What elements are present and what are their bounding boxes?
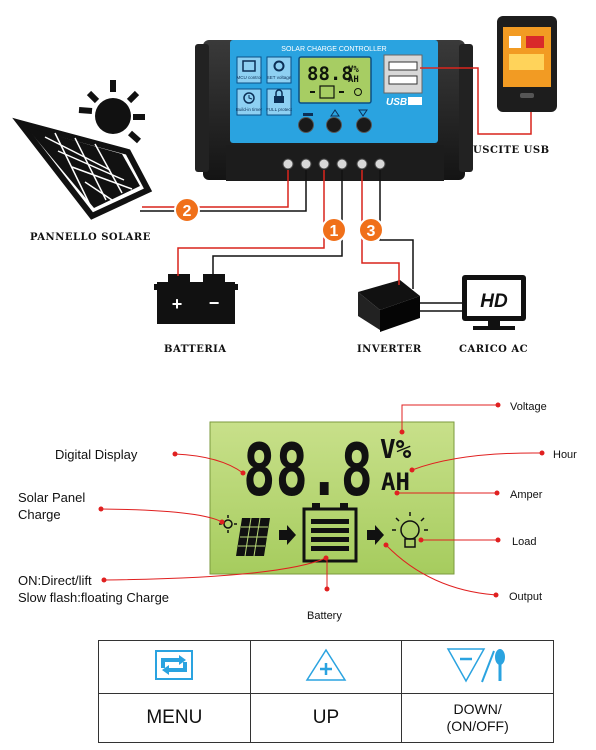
tv-icon: HD bbox=[462, 275, 526, 330]
menu-cycle-icon bbox=[155, 649, 194, 680]
callout-battery: Battery bbox=[307, 610, 342, 622]
inverter-wire-red bbox=[361, 170, 400, 285]
down-button-label-line2: (ON/OFF) bbox=[446, 718, 509, 734]
callout-amper: Amper bbox=[510, 489, 543, 501]
solar-panel-label: PANNELLO SOLARE bbox=[30, 232, 151, 243]
callout-hour: Hour bbox=[553, 449, 577, 461]
lcd-bulb-icon bbox=[392, 512, 428, 548]
lock-icon: FULL protect bbox=[266, 88, 293, 116]
down-button-label-line1: DOWN/ bbox=[453, 701, 502, 717]
lcd-digits: 88.8 bbox=[243, 428, 373, 512]
controller-lcd: 88.8 V% AH bbox=[298, 56, 372, 104]
solar-panel bbox=[12, 117, 153, 220]
callout-output: Output bbox=[509, 591, 542, 603]
step-badge-2: 2 bbox=[174, 197, 200, 223]
up-button-label: UP bbox=[249, 693, 403, 743]
svg-text:+: + bbox=[172, 294, 183, 314]
controller-menu-button[interactable] bbox=[298, 117, 314, 133]
controller-title: SOLAR CHARGE CONTROLLER bbox=[281, 46, 386, 53]
callout-digital-display: Digital Display bbox=[55, 447, 138, 462]
ac-load-label: CARICO AC bbox=[459, 344, 528, 355]
lcd-panel-icon bbox=[236, 517, 270, 557]
usb-out-label: USCITE USB bbox=[473, 145, 550, 156]
callout-direct-2: Slow flash:floating Charge bbox=[18, 590, 169, 605]
controller-button-icons bbox=[303, 109, 368, 117]
controller-down-button[interactable] bbox=[356, 117, 372, 133]
step-badge-1: 1 bbox=[321, 217, 347, 243]
usb-label: USB bbox=[386, 97, 407, 108]
svg-text:AH: AH bbox=[348, 75, 359, 85]
callout-load: Load bbox=[512, 536, 536, 548]
svg-text:MCU control: MCU control bbox=[236, 75, 261, 80]
button-legend-table: MENU UP DOWN/ (ON/OFF) bbox=[98, 640, 554, 743]
callout-solar-panel-1: Solar Panel bbox=[18, 490, 85, 505]
svg-text:V%: V% bbox=[348, 65, 359, 75]
wiring-diagram: SOLAR CHARGE CONTROLLER MCU control SET … bbox=[12, 16, 577, 622]
usb-port: USB bbox=[383, 54, 423, 108]
sun-icon bbox=[78, 80, 145, 144]
battery-wire-black bbox=[212, 170, 343, 276]
callout-solar-panel-2: Charge bbox=[18, 507, 61, 522]
up-button-cell bbox=[249, 640, 403, 694]
inverter-icon bbox=[358, 280, 420, 332]
lcd-detail-panel: 88.8 V% AH bbox=[209, 421, 455, 575]
lcd-battery-icon bbox=[302, 503, 358, 563]
menu-button-cell bbox=[98, 640, 251, 694]
up-plus-icon bbox=[305, 648, 347, 681]
battery-icon: + − bbox=[154, 274, 238, 324]
controller-up-button[interactable] bbox=[326, 117, 342, 133]
svg-text:Build-in timer: Build-in timer bbox=[236, 107, 263, 112]
callout-voltage: Voltage bbox=[510, 401, 547, 413]
svg-text:3: 3 bbox=[367, 223, 376, 240]
terminal-strip bbox=[226, 145, 444, 181]
svg-text:FULL protect: FULL protect bbox=[266, 107, 293, 112]
smartphone bbox=[497, 16, 557, 112]
lcd-arrow-in-icon bbox=[279, 525, 296, 545]
solar-charge-controller: SOLAR CHARGE CONTROLLER MCU control SET … bbox=[195, 40, 473, 181]
tv-hd-text: HD bbox=[480, 291, 508, 312]
step-badge-3: 3 bbox=[358, 217, 384, 243]
svg-text:1: 1 bbox=[330, 223, 339, 240]
battery-label: BATTERIA bbox=[164, 344, 227, 355]
menu-button-label: MENU bbox=[98, 693, 251, 743]
down-button-label: DOWN/ (ON/OFF) bbox=[401, 693, 554, 743]
usb-wire bbox=[420, 67, 532, 135]
down-button-cell bbox=[401, 640, 554, 694]
svg-text:88.8: 88.8 bbox=[307, 63, 353, 85]
chip-icon: MCU control bbox=[236, 56, 262, 84]
gear-icon: SET voltage bbox=[266, 56, 292, 84]
inverter-wire-black bbox=[379, 170, 414, 289]
callout-dots bbox=[98, 402, 545, 598]
callout-direct-1: ON:Direct/lift bbox=[18, 573, 92, 588]
callout-lines bbox=[100, 404, 543, 596]
svg-text:SET voltage: SET voltage bbox=[267, 75, 292, 80]
inverter-label: INVERTER bbox=[357, 344, 422, 355]
down-minus-icon bbox=[446, 647, 505, 683]
svg-text:2: 2 bbox=[183, 203, 192, 220]
lcd-arrow-out-icon bbox=[367, 525, 384, 545]
svg-text:−: − bbox=[209, 293, 220, 313]
clock-icon: Build-in timer bbox=[236, 88, 263, 116]
battery-wire-red bbox=[177, 170, 325, 276]
lcd-unit-top: V% bbox=[380, 435, 412, 465]
